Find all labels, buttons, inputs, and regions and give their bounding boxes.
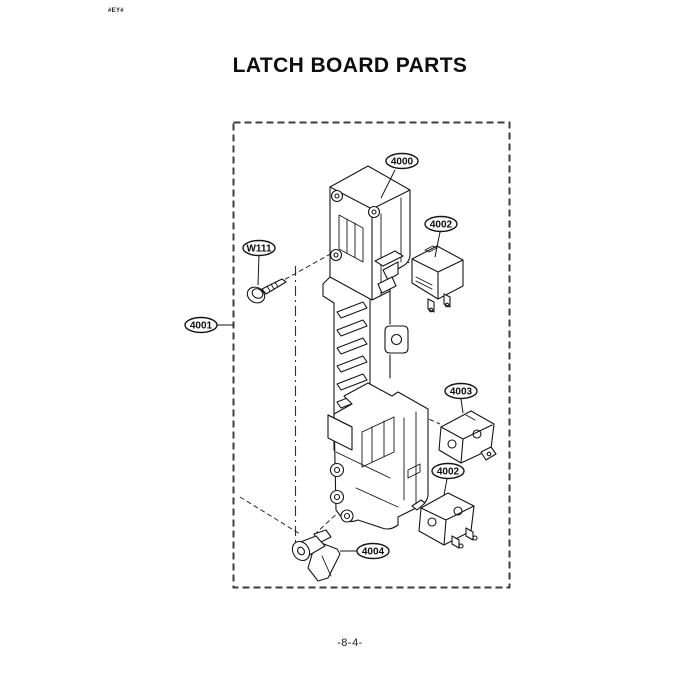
callout-4002-lower-label: 4002 [437,467,460,478]
page-number: -8-4- [337,637,363,649]
callout-4002-lower: 4002 [431,462,465,496]
micro-switch-middle-drawing [438,410,497,464]
latch-lever-drawing [291,529,341,582]
micro-switch-lower-drawing [411,492,478,549]
callout-4001: 4001 [184,316,234,334]
callout-4002-upper-label: 4002 [430,220,453,231]
callout-4000-label: 4000 [391,157,414,168]
callout-4004-label: 4004 [362,547,385,558]
callout-4001-label: 4001 [190,321,213,332]
callout-4000: 4000 [380,152,419,199]
callout-w111-label: W111 [246,244,271,255]
callout-4004: 4004 [340,542,390,560]
page-title: LATCH BOARD PARTS [232,54,468,77]
callout-4003: 4003 [444,382,478,414]
callout-4002-upper: 4002 [424,215,458,258]
micro-switch-upper-drawing [411,245,464,313]
assembly-outline-box [232,121,511,589]
latch-bracket-drawing [322,165,429,530]
callout-w111: W111 [242,239,276,286]
callout-4003-label: 4003 [450,387,473,398]
corner-mark: #EY# [108,8,124,14]
screw-drawing [246,278,287,304]
